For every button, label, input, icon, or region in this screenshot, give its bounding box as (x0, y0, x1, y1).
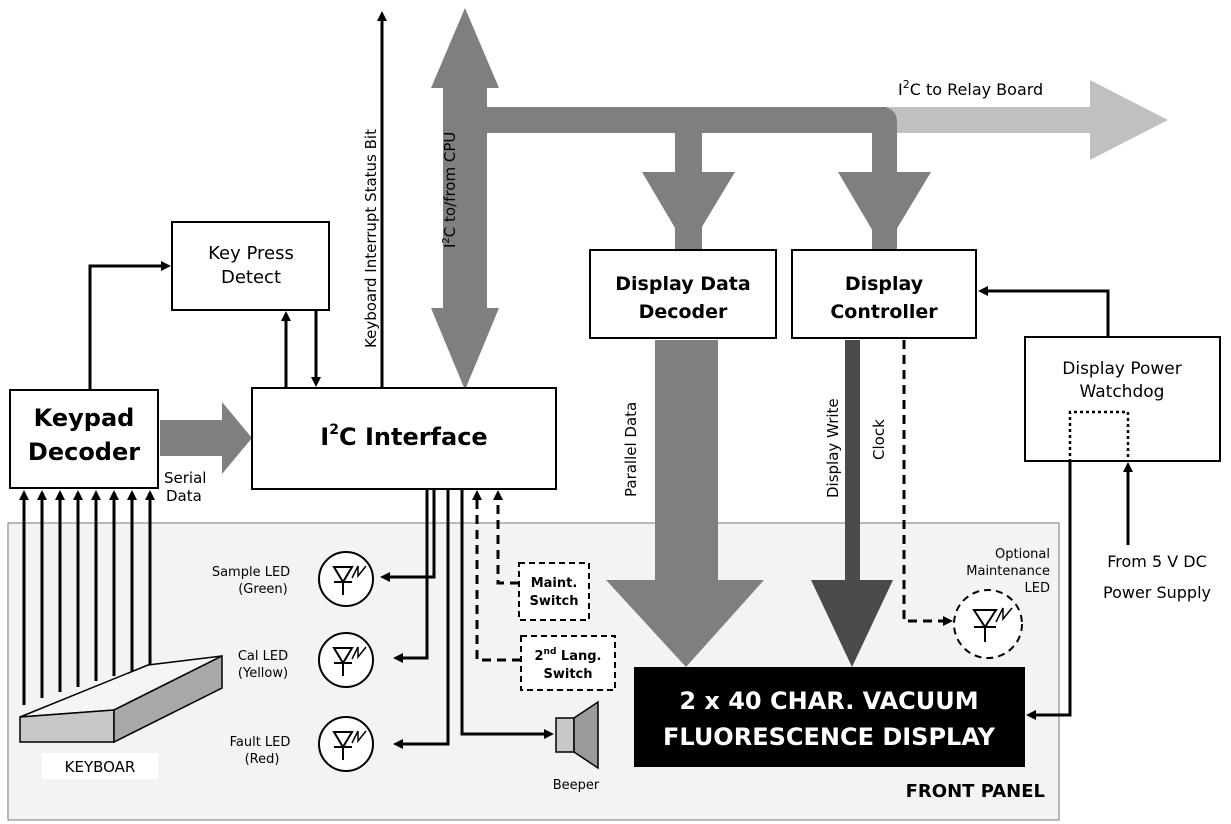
i2c-to-sample-led (380, 489, 436, 582)
i2c-interface-label: I2C Interface (320, 422, 487, 451)
maint-switch-to-i2c (493, 490, 519, 585)
watchdog-internal-path (1068, 410, 1130, 462)
i2c-cpu-bus (431, 8, 897, 390)
display-data-decoder-box (589, 249, 777, 339)
lang-switch-line2: Switch (543, 667, 592, 682)
optional-led-label-line2: Maintenance (966, 564, 1050, 579)
display-controller-line2: Controller (830, 301, 938, 323)
key-press-detect-box (171, 221, 330, 311)
display-controller-line1: Display (845, 273, 924, 295)
sample-led-icon (318, 551, 374, 607)
sample-led-label-line1: Sample LED (212, 565, 290, 580)
serial-data-label-line2: Data (166, 487, 202, 505)
keypad-decoder-box (9, 389, 159, 489)
beeper-label: Beeper (553, 778, 600, 793)
watchdog-to-controller (978, 286, 1110, 337)
display-data-decoder-line1: Display Data (615, 273, 750, 295)
optional-led-icon (953, 589, 1023, 659)
power-supply-label-line2: Power Supply (1103, 583, 1211, 602)
lang-switch-box (520, 635, 616, 691)
parallel-data-label: Parallel Data (622, 402, 640, 497)
keyboard-label-bg (42, 753, 158, 779)
parallel-data-bus (606, 340, 764, 667)
key-press-detect-line2: Detect (221, 267, 281, 288)
keyboard-graphic (19, 654, 223, 744)
bus-arrow-to-controller (838, 172, 931, 250)
maint-switch-line1: Maint. (531, 576, 578, 591)
vfd-display (634, 667, 1025, 767)
serial-data-label-line1: Serial (164, 469, 206, 487)
cal-led-icon (318, 632, 374, 688)
serial-data-arrow (160, 402, 252, 474)
power-supply-label-line1: From 5 V DC (1107, 552, 1207, 571)
display-power-watchdog-box (1024, 336, 1221, 462)
fault-led-label-line1: Fault LED (230, 735, 291, 750)
watchdog-to-vfd (1026, 461, 1072, 720)
display-write-bus (811, 340, 893, 667)
keypad-decoder-line1: Keypad (34, 404, 135, 432)
optional-led-label-line3: LED (1025, 581, 1050, 596)
keypad-decoder-line2: Decoder (28, 438, 140, 466)
display-controller-box (791, 249, 977, 339)
display-data-decoder-line2: Decoder (639, 301, 728, 323)
clock-label: Clock (870, 419, 888, 460)
keyboard-label: KEYBOAR (65, 758, 136, 776)
i2c-to-beeper (460, 489, 554, 739)
watchdog-line2: Watchdog (1080, 382, 1165, 402)
i2c-to-cal-led (393, 489, 429, 663)
bus-arrow-to-data-decoder (642, 172, 735, 250)
maint-switch-line2: Switch (529, 594, 578, 609)
keyboard-interrupt-label: Keyboard Interrupt Status Bit (362, 129, 380, 348)
maint-switch-box (518, 562, 590, 621)
i2c-to-fault-led (393, 489, 450, 749)
lang-switch-line1: 2nd Lang. (535, 647, 602, 664)
watchdog-line1: Display Power (1062, 359, 1181, 379)
optional-led-label-line1: Optional (995, 547, 1050, 562)
keypad-to-keypress-line (88, 261, 171, 390)
lang-switch-to-i2c (472, 490, 521, 662)
cal-led-label-line2: (Yellow) (238, 666, 288, 681)
i2c-interface-box (251, 387, 557, 490)
fault-led-label-line2: (Red) (245, 752, 280, 767)
fault-led-icon (318, 716, 374, 772)
beeper-icon (555, 700, 599, 770)
vfd-display-line1: 2 x 40 CHAR. VACUUM (679, 687, 978, 715)
key-press-detect-line1: Key Press (208, 243, 294, 264)
sample-led-label-line2: (Green) (238, 582, 288, 597)
cal-led-label-line1: Cal LED (238, 649, 288, 664)
i2c-cpu-label: I2C to/from CPU (441, 132, 459, 248)
i2c-relay-label: I2C to Relay Board (898, 78, 1043, 99)
i2c-relay-bus (880, 80, 1168, 160)
front-panel-title: FRONT PANEL (906, 781, 1045, 802)
keyboard-lines (19, 490, 155, 705)
vfd-display-line2: FLUORESCENCE DISPLAY (663, 723, 996, 751)
clock-line (902, 340, 953, 626)
display-write-label: Display Write (824, 398, 842, 498)
